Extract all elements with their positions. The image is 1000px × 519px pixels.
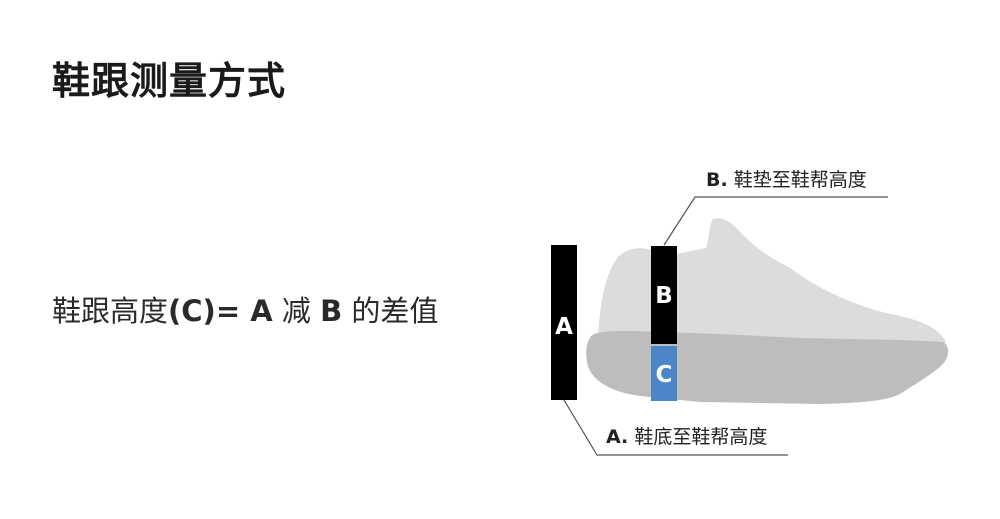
bar-b-rect xyxy=(651,246,677,344)
heel-height-formula: 鞋跟高度(C)= A 减 B 的差值 xyxy=(52,288,438,330)
bar-a-letter: A xyxy=(555,314,573,340)
formula-prefix: 鞋跟高度 xyxy=(52,294,169,328)
bar-c-rect xyxy=(651,346,677,401)
shoe-upper xyxy=(598,218,946,342)
bar-b: B xyxy=(651,246,677,344)
page-title: 鞋跟测量方式 xyxy=(52,59,287,103)
formula-equals: = xyxy=(215,294,251,328)
callout-b-label: B. 鞋垫至鞋帮高度 xyxy=(706,169,867,191)
formula-b-term: B xyxy=(320,294,343,328)
bar-a: A xyxy=(551,245,577,400)
bar-c: C xyxy=(651,346,677,401)
formula-minus-word: 减 xyxy=(272,294,321,328)
sneaker-silhouette-icon xyxy=(586,218,949,404)
formula-a-term: A xyxy=(250,294,273,328)
bar-b-letter: B xyxy=(655,283,673,309)
callout-a-key: A. xyxy=(606,426,628,448)
callout-a-desc: 鞋底至鞋帮高度 xyxy=(628,426,767,448)
bar-c-letter: C xyxy=(656,362,673,388)
shoe-sole xyxy=(586,330,949,404)
callout-b-key: B. xyxy=(706,169,728,191)
callout-a-label: A. 鞋底至鞋帮高度 xyxy=(606,426,767,448)
bar-a-rect xyxy=(551,245,577,400)
callout-b: B. 鞋垫至鞋帮高度 xyxy=(663,169,888,246)
formula-c-term: (C) xyxy=(168,294,216,328)
callout-b-desc: 鞋垫至鞋帮高度 xyxy=(728,169,867,191)
callout-b-leader-line xyxy=(663,196,888,246)
formula-suffix: 的差值 xyxy=(342,294,439,328)
callout-a-leader-line xyxy=(563,399,788,456)
callout-a: A. 鞋底至鞋帮高度 xyxy=(563,399,788,456)
